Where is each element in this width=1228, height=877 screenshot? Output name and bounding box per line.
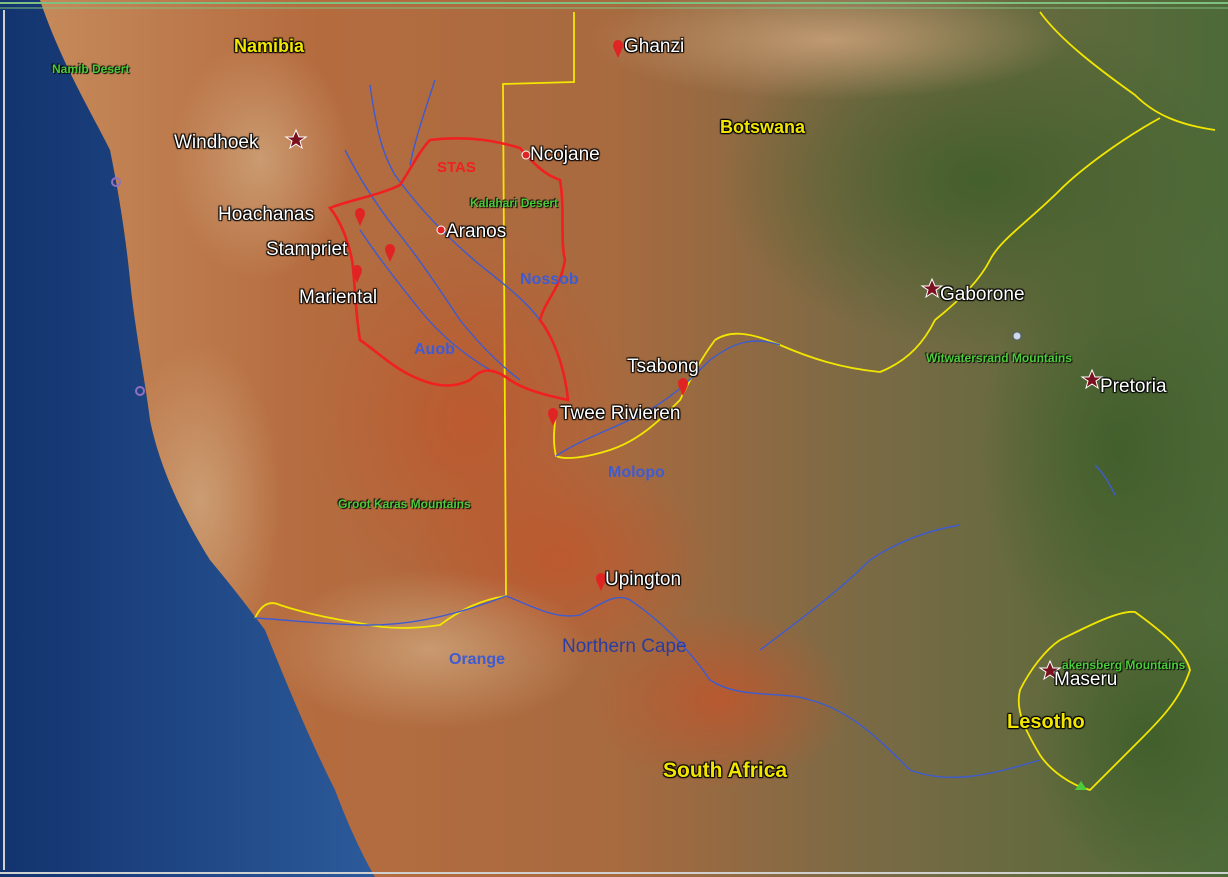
feature-label-witwatersrand: Witwatersrand Mountains bbox=[926, 351, 1072, 365]
country-label-south-africa: South Africa bbox=[663, 759, 788, 782]
minor-river bbox=[1094, 464, 1116, 496]
town-label-gaborone[interactable]: Gaborone bbox=[940, 284, 1025, 305]
town-label-windhoek[interactable]: Windhoek bbox=[174, 132, 259, 153]
pan-area bbox=[590, 0, 1070, 100]
auob-tributary bbox=[359, 229, 491, 371]
capital-star-icon[interactable] bbox=[1080, 368, 1104, 390]
town-label-pretoria[interactable]: Pretoria bbox=[1100, 376, 1167, 397]
capital-star-icon[interactable] bbox=[920, 277, 944, 299]
mountain-peak-icon[interactable] bbox=[1075, 781, 1087, 790]
town-label-mariental[interactable]: Mariental bbox=[299, 287, 378, 308]
feature-label-kalahari-desert: Kalahari Desert bbox=[470, 196, 559, 210]
pin-icon[interactable] bbox=[678, 378, 688, 396]
feature-label-namib-desert: Namib Desert bbox=[52, 62, 130, 76]
town-label-maseru[interactable]: Maseru bbox=[1054, 669, 1118, 690]
pin-icon[interactable] bbox=[385, 244, 395, 262]
pin-icon[interactable] bbox=[352, 265, 362, 283]
river-label-orange: Orange bbox=[449, 651, 506, 668]
region-label-northern-cape: Northern Cape bbox=[562, 636, 687, 657]
plateau-area bbox=[170, 40, 350, 280]
auob-river bbox=[344, 149, 521, 381]
town-label-ghanzi[interactable]: Ghanzi bbox=[624, 36, 685, 57]
coastal-marker-icon[interactable] bbox=[135, 386, 145, 396]
town-label-upington[interactable]: Upington bbox=[605, 569, 682, 590]
town-label-stampriet[interactable]: Stampriet bbox=[266, 239, 348, 260]
town-label-ncojane[interactable]: Ncojane bbox=[530, 144, 600, 165]
town-label-aranos[interactable]: Aranos bbox=[446, 221, 507, 242]
feature-label-groot-karas: Groot Karas Mountains bbox=[338, 497, 471, 511]
place-markers bbox=[352, 40, 688, 591]
aquifer-label-stas: STAS bbox=[437, 159, 476, 176]
botswana-zimbabwe-border bbox=[1039, 11, 1216, 131]
country-label-botswana: Botswana bbox=[720, 117, 806, 137]
pin-icon[interactable] bbox=[596, 573, 606, 591]
country-label-namibia: Namibia bbox=[234, 36, 305, 56]
river-label-nossob: Nossob bbox=[520, 271, 579, 288]
town-label-hoachanas[interactable]: Hoachanas bbox=[218, 204, 315, 225]
nossob-tributary bbox=[409, 79, 436, 166]
town-dot-icon[interactable] bbox=[436, 225, 446, 235]
capital-markers bbox=[284, 128, 1104, 681]
lesotho-border bbox=[1017, 610, 1191, 791]
river-label-molopo: Molopo bbox=[608, 464, 665, 481]
coastal-marker-icon[interactable] bbox=[111, 177, 121, 187]
vegetation-zone bbox=[1030, 600, 1228, 877]
pin-icon[interactable] bbox=[548, 408, 558, 426]
country-borders bbox=[254, 11, 1216, 791]
pin-icon[interactable] bbox=[355, 208, 365, 226]
orange-river bbox=[254, 595, 1041, 779]
capital-star-icon[interactable] bbox=[1038, 659, 1062, 681]
botswana-south-africa-border bbox=[553, 117, 1161, 459]
river-label-auob: Auob bbox=[414, 341, 455, 358]
plain-area bbox=[270, 570, 590, 730]
town-label-twee-rivieren[interactable]: Twee Rivieren bbox=[560, 403, 681, 424]
namibia-botswana-border bbox=[502, 12, 575, 597]
vegetation-zone bbox=[980, 230, 1228, 670]
town-label-tsabong[interactable]: Tsabong bbox=[627, 356, 699, 377]
molopo-river bbox=[555, 340, 781, 457]
capital-star-icon[interactable] bbox=[284, 128, 308, 150]
mountain-marker-icon[interactable] bbox=[1012, 331, 1022, 341]
feature-label-drakensberg: akensberg Mountains bbox=[1062, 658, 1186, 672]
country-label-lesotho: Lesotho bbox=[1007, 711, 1085, 733]
stas-aquifer-boundary bbox=[327, 137, 570, 402]
town-dot-icon[interactable] bbox=[521, 150, 531, 160]
atlantic-ocean bbox=[0, 0, 375, 877]
dune-field bbox=[590, 610, 850, 790]
vaal-river bbox=[759, 524, 961, 651]
pin-icon[interactable] bbox=[613, 40, 623, 58]
